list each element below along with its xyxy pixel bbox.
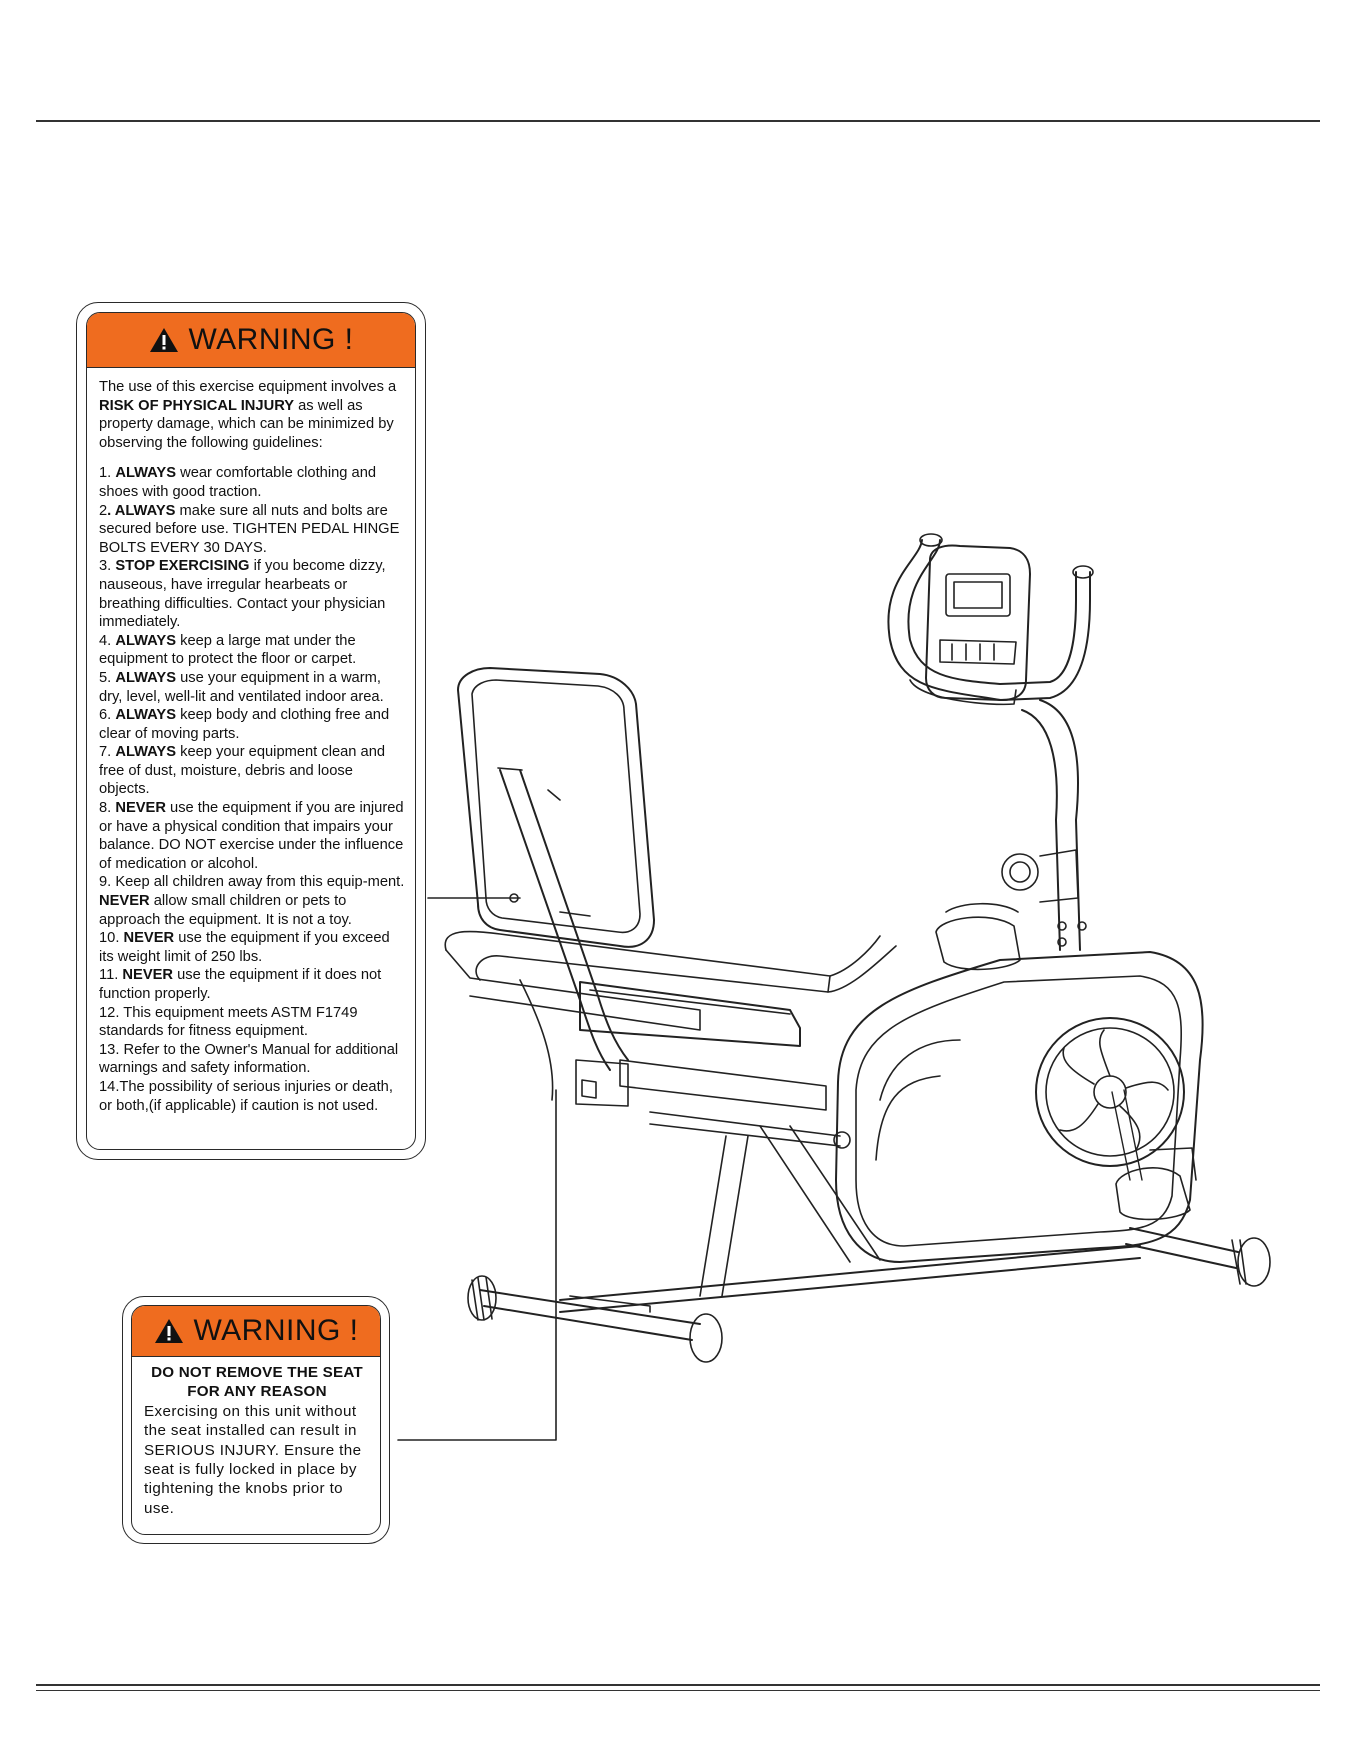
emphasis-text: NEVER [122, 967, 174, 984]
body-text: 2 [99, 502, 108, 519]
warning-label-inner: WARNING ! The use of this exercise equip… [86, 312, 416, 1150]
warning-body: The use of this exercise equipment invol… [87, 368, 415, 1115]
footer-rule-thin [36, 1690, 1320, 1691]
body-text: 11. [99, 967, 123, 984]
body-text: use the equipment if it does not functio… [99, 967, 382, 1002]
header-rule [36, 120, 1320, 122]
warning-label-safety-guidelines: WARNING ! The use of this exercise equip… [76, 302, 426, 1160]
callout-line-seat [398, 1090, 556, 1440]
guideline-item: 3. STOP EXERCISING if you become dizzy, … [99, 557, 405, 631]
guideline-item: 6. ALWAYS keep body and clothing free an… [99, 706, 405, 743]
guideline-item: 7. ALWAYS keep your equipment clean and … [99, 743, 405, 799]
warning-headline: DO NOT REMOVE THE SEAT FOR ANY REASON [151, 1364, 363, 1401]
warning-title: WARNING ! [193, 1314, 359, 1347]
emphasis-text: ALWAYS [115, 465, 177, 482]
guideline-item: 1. ALWAYS wear comfortable clothing and … [99, 464, 405, 501]
guideline-item: 8. NEVER use the equipment if you are in… [99, 799, 405, 873]
guideline-list: 1. ALWAYS wear comfortable clothing and … [99, 464, 405, 1115]
body-text: 13. Refer to the Owner's Manual for addi… [99, 1041, 399, 1077]
guideline-item: 9. Keep all children away from this equi… [99, 873, 405, 929]
warning-label-seat: WARNING ! DO NOT REMOVE THE SEAT FOR ANY… [122, 1296, 390, 1544]
body-text: allow small children or pets to approach… [99, 893, 352, 928]
warning-body: DO NOT REMOVE THE SEAT FOR ANY REASON Ex… [132, 1357, 380, 1518]
warning-title: WARNING ! [188, 323, 354, 356]
warning-header: WARNING ! [132, 1306, 380, 1357]
guideline-item: 14.The possibility of serious injuries o… [99, 1078, 405, 1115]
guideline-item: 10. NEVER use the equipment if you excee… [99, 929, 405, 966]
guideline-item: 13. Refer to the Owner's Manual for addi… [99, 1041, 405, 1078]
body-text: use the equipment if you are injured or … [99, 800, 404, 872]
body-text: keep body and clothing free and clear of… [99, 707, 390, 742]
guideline-item: 5. ALWAYS use your equipment in a warm, … [99, 669, 405, 706]
body-text: 8. [99, 800, 116, 817]
emphasis-text: STOP EXERCISING [115, 558, 250, 575]
warning-label-inner: WARNING ! DO NOT REMOVE THE SEAT FOR ANY… [131, 1305, 381, 1535]
body-text: 4. [99, 632, 116, 649]
body-text: 9. Keep all children away from this equi… [99, 874, 405, 891]
body-text: wear comfortable clothing and shoes with… [99, 465, 377, 500]
footer-rule [36, 1684, 1320, 1686]
guideline-item: 12. This equipment meets ASTM F1749 stan… [99, 1004, 405, 1041]
emphasis-text: RISK OF PHYSICAL INJURY [99, 397, 295, 414]
warning-header: WARNING ! [87, 313, 415, 368]
body-text: keep your equipment clean and free of du… [99, 744, 386, 798]
body-text: use your equipment in a warm, dry, level… [99, 669, 384, 705]
emphasis-text: . ALWAYS [107, 502, 176, 519]
body-text: as well as property damage, which can be… [99, 397, 394, 451]
body-text: keep a large mat under the equipment to … [99, 632, 357, 668]
warning-triangle-icon [155, 1319, 184, 1343]
body-text: make sure all nuts and bolts are secured… [99, 502, 400, 556]
body-text: 10. [99, 930, 124, 947]
warning-intro: The use of this exercise equipment invol… [99, 378, 405, 452]
emphasis-text: ALWAYS [115, 669, 177, 686]
body-text: 1. [99, 465, 116, 482]
warning-triangle-icon [150, 328, 179, 352]
body-text: 5. [99, 669, 116, 686]
body-text: use the equipment if you exceed its weig… [99, 930, 390, 965]
body-text: 12. This equipment meets ASTM F1749 stan… [99, 1004, 358, 1040]
emphasis-text: ALWAYS [115, 744, 177, 761]
emphasis-text: NEVER [123, 930, 175, 947]
body-text: if you become dizzy, nauseous, have irre… [99, 558, 386, 631]
warning-text: Exercising on this unit without the seat… [144, 1402, 362, 1517]
emphasis-text: ALWAYS [115, 632, 177, 649]
emphasis-text: NEVER [115, 800, 166, 817]
body-text: 3. [99, 558, 116, 575]
body-text: The use of this exercise equipment invol… [99, 379, 397, 395]
body-text: 14.The possibility of serious injuries o… [99, 1078, 393, 1114]
guideline-item: 2. ALWAYS make sure all nuts and bolts a… [99, 502, 405, 558]
guideline-item: 11. NEVER use the equipment if it does n… [99, 966, 405, 1003]
guideline-item: 4. ALWAYS keep a large mat under the equ… [99, 632, 405, 669]
body-text: 6. [99, 707, 116, 724]
emphasis-text: NEVER [99, 893, 150, 910]
emphasis-text: ALWAYS [115, 707, 177, 724]
body-text: 7. [99, 744, 116, 761]
